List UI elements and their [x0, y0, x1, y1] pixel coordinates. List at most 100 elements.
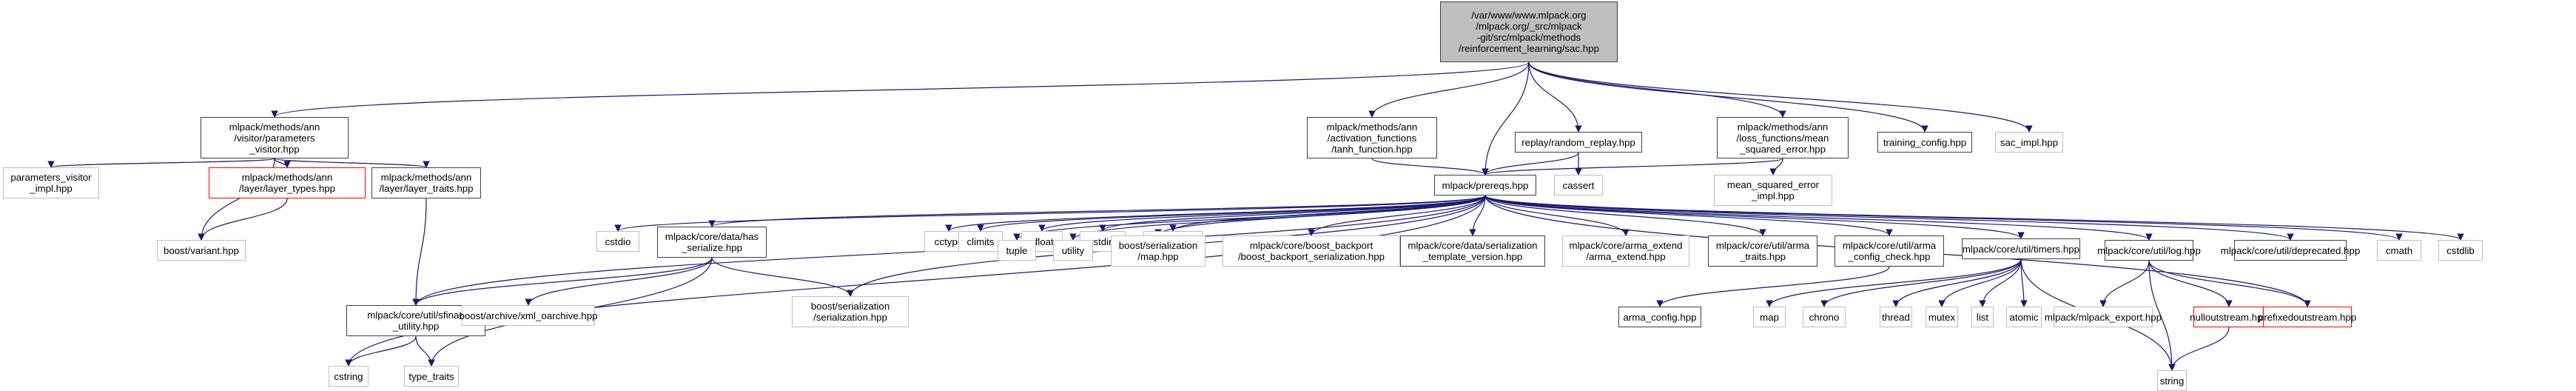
edge-prereqs-to-cstdio — [614, 195, 1486, 232]
edge-timers-to-list — [1979, 258, 2022, 307]
node-label: utility — [1061, 244, 1085, 256]
graph-node-thread: thread — [1880, 307, 1912, 327]
edge-timers-to-mutex — [1938, 258, 2022, 307]
node-label: arma_config.hpp — [1623, 311, 1697, 323]
node-label: mlpack/core/util/arma _config_check.hpp — [1842, 240, 1937, 262]
edge-root-to-mse — [1528, 61, 1786, 118]
graph-node-pv[interactable]: mlpack/methods/ann /visitor/parameters _… — [201, 117, 349, 158]
edge-prereqs-to-cctype — [945, 195, 1486, 232]
node-label: chrono — [1809, 311, 1840, 323]
node-label: mlpack/core/data/serialization _template… — [1408, 240, 1538, 262]
node-label: boost/serialization /serialization.hpp — [810, 301, 890, 323]
edge-prereqs-to-acc — [1484, 195, 1893, 236]
graph-node-cstring: cstring — [329, 366, 369, 387]
edge-hasser-to-bser — [711, 257, 854, 297]
graph-node-ltr[interactable]: mlpack/methods/ann /layer/layer_traits.h… — [371, 167, 481, 198]
edge-sfinae-to-typetraits — [415, 335, 435, 367]
edge-root-to-tanh — [1368, 61, 1530, 118]
graph-node-lt[interactable]: mlpack/methods/ann /layer/layer_types.hp… — [209, 167, 366, 198]
edge-mse-to-prereqs — [1482, 158, 1783, 176]
graph-node-map: map — [1753, 307, 1786, 327]
graph-node-at[interactable]: mlpack/core/util/arma _traits.hpp — [1708, 235, 1817, 267]
node-label: map — [1760, 311, 1779, 323]
node-label: training_config.hpp — [1883, 136, 1967, 148]
node-label: mlpack/core/util/arma _traits.hpp — [1715, 240, 1810, 262]
graph-node-log[interactable]: mlpack/core/util/log.hpp — [2097, 240, 2201, 261]
node-label: mlpack/core/data/has _serialize.hpp — [665, 231, 759, 253]
graph-node-cstdio: cstdio — [596, 231, 639, 252]
graph-node-export: mlpack/mlpack_export.hpp — [2045, 307, 2162, 327]
edge-log-to-export — [2099, 260, 2150, 307]
graph-node-rr[interactable]: replay/random_replay.hpp — [1515, 132, 1642, 153]
node-label: cstdint — [1088, 235, 1117, 247]
graph-node-chrono: chrono — [1803, 307, 1846, 327]
edge-prereqs-to-cstring — [345, 195, 1486, 367]
edge-prereqs-to-cfloat — [1038, 195, 1486, 232]
edge-timers-to-map — [1766, 258, 2022, 307]
graph-node-sfinae[interactable]: mlpack/core/util/sfinae _utility.hpp — [346, 305, 485, 336]
node-label: cstdio — [605, 235, 631, 247]
node-label: list — [1976, 311, 1989, 323]
edge-prereqs-to-depr — [1484, 195, 2294, 241]
node-label: cstdlib — [2446, 244, 2475, 256]
graph-node-ae: mlpack/core/arma_extend /arma_extend.hpp — [1562, 235, 1689, 267]
graph-node-mseimpl: mean_squared_error _impl.hpp — [1714, 175, 1832, 206]
edge-root-to-tc — [1528, 61, 1928, 133]
edge-prereqs-to-timers — [1484, 195, 2025, 239]
node-label: cstring — [334, 370, 363, 382]
graph-node-bbs: mlpack/core/boost_backport /boost_backpo… — [1223, 235, 1400, 267]
graph-node-typetraits: type_traits — [404, 366, 459, 387]
node-label: string — [2159, 375, 2185, 387]
graph-node-timers[interactable]: mlpack/core/util/timers.hpp — [1962, 238, 2080, 259]
graph-node-depr[interactable]: mlpack/core/util/deprecated.hpp — [2221, 240, 2360, 261]
edge-prereqs-to-bsmap — [1154, 195, 1486, 236]
node-label: sac_impl.hpp — [2000, 136, 2059, 148]
node-label: boost/variant.hpp — [163, 244, 239, 256]
node-label: nulloutstream.hpp — [2190, 311, 2268, 323]
graph-node-prefos[interactable]: prefixedoutstream.hpp — [2259, 307, 2356, 327]
edge-root-to-rr — [1528, 61, 1582, 133]
graph-node-cmath: cmath — [2377, 240, 2421, 261]
edge-rr-to-prereqs — [1482, 152, 1579, 176]
graph-node-tc[interactable]: training_config.hpp — [1877, 132, 1972, 153]
edge-pv-to-pvimpl — [47, 158, 275, 168]
graph-node-utility: utility — [1053, 240, 1093, 261]
edge-root-to-sacimpl — [1528, 61, 2033, 133]
node-label: prefixedoutstream.hpp — [2258, 311, 2357, 323]
edge-timers-to-chrono — [1820, 258, 2022, 307]
edge-ltr-to-sfinae — [412, 198, 427, 306]
graph-node-acc[interactable]: mlpack/core/util/arma _config_check.hpp — [1835, 235, 1944, 267]
node-label: mlpack/core/boost_backport /boost_backpo… — [1237, 240, 1385, 262]
edge-log-to-string — [2148, 260, 2176, 371]
node-label: atomic — [2009, 311, 2039, 323]
edge-prereqs-to-bbs — [1308, 195, 1486, 236]
node-label: mean_squared_error _impl.hpp — [1726, 179, 1820, 201]
edge-root-to-pv — [271, 61, 1530, 118]
edge-timers-to-thread — [1892, 258, 2022, 307]
node-label: cfloat — [1030, 235, 1054, 247]
edge-root-to-prereqs — [1482, 61, 1530, 176]
node-label: thread — [1882, 311, 1910, 323]
node-label: mlpack/methods/ann /layer/layer_types.hp… — [238, 172, 336, 194]
graph-node-climits: climits — [958, 231, 1003, 252]
node-label: boost/serialization /map.hpp — [1118, 240, 1198, 262]
graph-node-hasser[interactable]: mlpack/core/data/has _serialize.hpp — [657, 227, 767, 258]
graph-node-armacfg[interactable]: arma_config.hpp — [1618, 307, 1701, 327]
node-label: mlpack/core/util/deprecated.hpp — [2220, 244, 2361, 256]
edge-prereqs-to-at — [1484, 195, 1766, 236]
edge-sfinae-to-cstring — [345, 335, 417, 367]
graph-node-pvimpl: parameters_visitor _impl.hpp — [3, 167, 99, 198]
graph-node-mse[interactable]: mlpack/methods/ann /loss_functions/mean … — [1717, 117, 1849, 158]
node-label: /var/www/www.mlpack.org /mlpack.org/_src… — [1459, 10, 1599, 54]
graph-node-root: /var/www/www.mlpack.org /mlpack.org/_src… — [1440, 1, 1618, 62]
edge-nullos-to-string — [2168, 327, 2230, 371]
node-label: mlpack/core/util/sfinae _utility.hpp — [367, 310, 465, 332]
edge-acc-to-armacfg — [1656, 266, 1890, 307]
graph-node-bser: boost/serialization /serialization.hpp — [792, 296, 909, 327]
graph-node-prereqs[interactable]: mlpack/prereqs.hpp — [1434, 175, 1536, 196]
graph-node-nullos[interactable]: nulloutstream.hpp — [2190, 307, 2268, 327]
graph-node-mutex: mutex — [1926, 307, 1958, 327]
graph-node-stv[interactable]: mlpack/core/data/serialization _template… — [1400, 235, 1545, 267]
graph-node-tanh[interactable]: mlpack/methods/ann /activation_functions… — [1307, 117, 1437, 158]
edge-prereqs-to-log — [1484, 195, 2153, 241]
